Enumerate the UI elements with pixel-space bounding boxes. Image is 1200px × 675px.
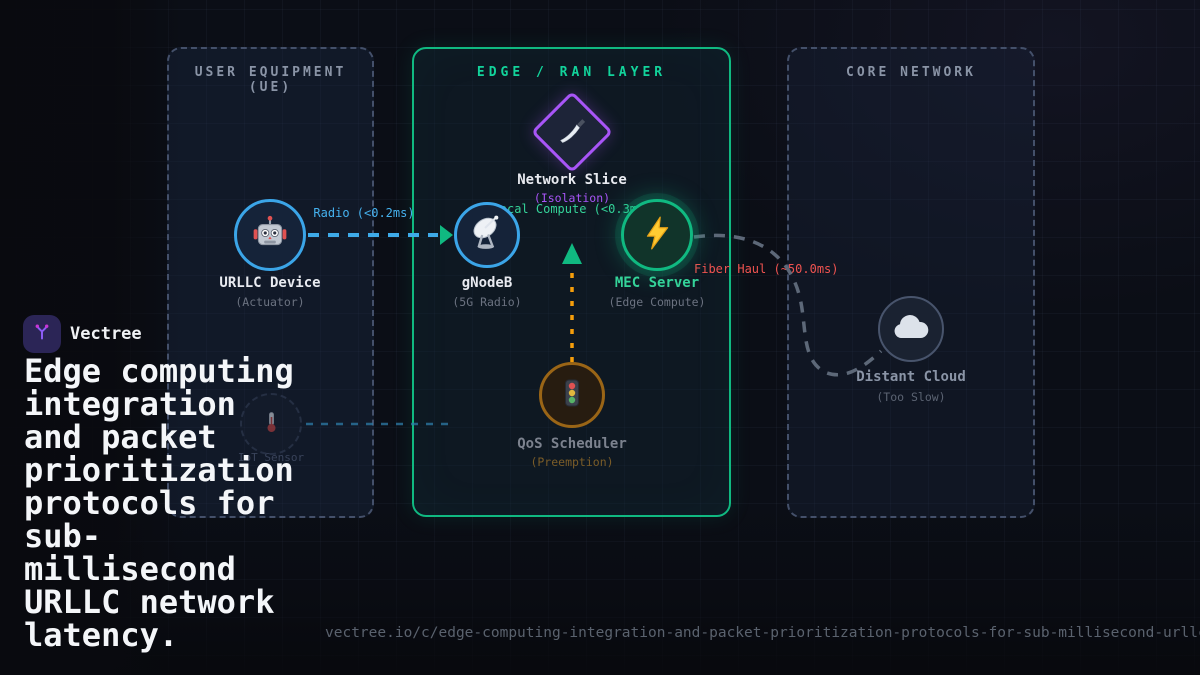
node-sub-distant-cloud: (Too Slow) <box>876 390 946 404</box>
node-iot-sensor <box>240 393 302 455</box>
node-label-network-slice: Network Slice <box>517 172 627 188</box>
node-sub-qos-scheduler: (Preemption) <box>530 455 614 469</box>
node-label-distant-cloud: Distant Cloud <box>856 369 966 385</box>
distant-cloud-circle <box>878 296 944 362</box>
knife-icon <box>557 117 587 147</box>
traffic-light-icon <box>554 375 590 415</box>
cloud-icon <box>891 312 931 346</box>
node-distant-cloud <box>878 296 944 362</box>
panel-core-network: CORE NETWORK <box>787 47 1035 518</box>
node-sub-mec-server: (Edge Compute) <box>608 295 706 309</box>
brand-name: Vectree <box>70 324 142 344</box>
node-qos-scheduler <box>539 362 605 428</box>
node-label-urllc-device: URLLC Device <box>219 275 321 291</box>
mec-server-circle <box>621 199 693 271</box>
network-slice-diamond <box>530 90 614 174</box>
node-sub-gnodeb: (5G Radio) <box>452 295 522 309</box>
urllc-device-circle <box>234 199 306 271</box>
edge-label-radio: Radio (<0.2ms) <box>313 206 415 220</box>
robot-icon <box>251 214 289 256</box>
panel-user-equipment-title: USER EQUIPMENT (UE) <box>194 65 347 95</box>
node-label-mec-server: MEC Server <box>614 275 700 291</box>
panel-core-network-title: CORE NETWORK <box>846 65 976 80</box>
thermometer-icon <box>259 410 283 438</box>
satellite-dish-icon <box>469 215 505 255</box>
node-label-qos-scheduler: QoS Scheduler <box>517 436 627 452</box>
gnodeb-circle <box>454 202 520 268</box>
headline-text: Edge computing integration and packet pr… <box>24 352 294 654</box>
vectree-logo <box>23 315 61 353</box>
node-sub-urllc-device: (Actuator) <box>235 295 305 309</box>
node-sub-network-slice: (Isolation) <box>533 191 611 205</box>
edge-label-fiber-haul: Fiber Haul (~50.0ms) <box>694 262 839 276</box>
qos-scheduler-circle <box>539 362 605 428</box>
lightning-icon <box>638 214 676 256</box>
node-urllc-device <box>234 199 306 271</box>
node-gnodeb <box>454 202 520 268</box>
node-mec-server <box>621 199 693 271</box>
node-network-slice <box>530 90 614 174</box>
panel-edge-ran-layer-title: EDGE / RAN LAYER <box>476 65 667 80</box>
vectree-branch-icon <box>30 320 54 348</box>
iot-sensor-circle <box>240 393 302 455</box>
edge-label-local-compute: Local Compute (<0.3ms) <box>492 202 652 216</box>
node-label-iot-sensor: IoT Sensor <box>237 451 305 464</box>
node-label-gnodeb: gNodeB <box>461 275 513 291</box>
footer-url: vectree.io/c/edge-computing-integration-… <box>325 625 1200 641</box>
